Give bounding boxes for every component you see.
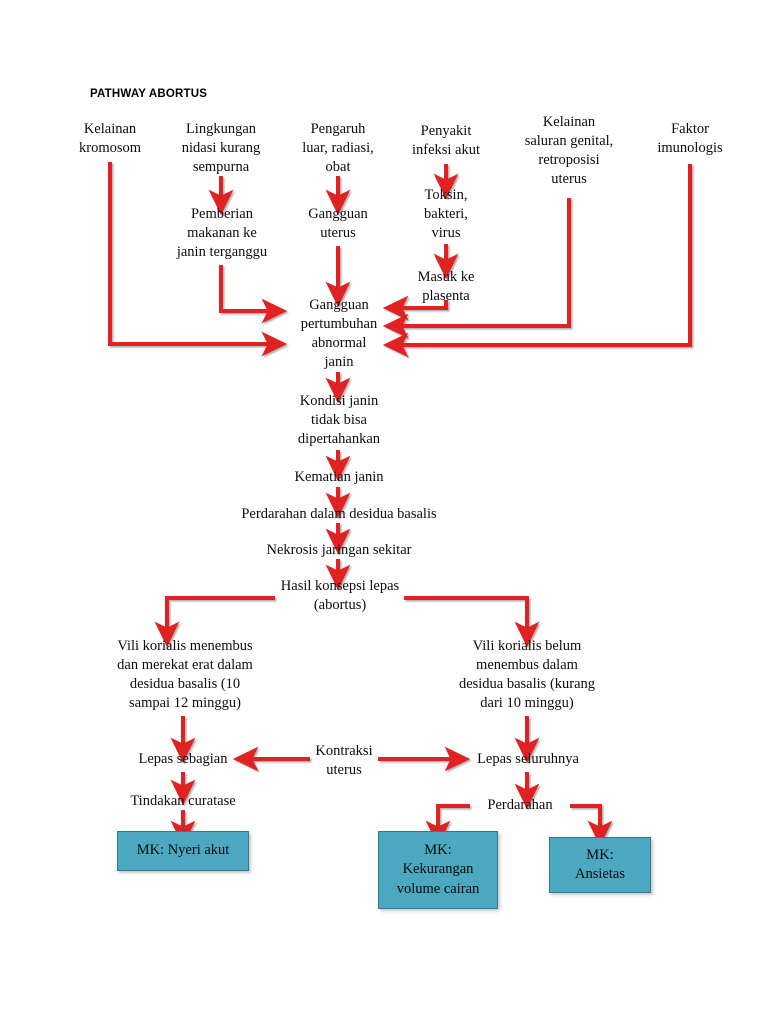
node-pengaruh-luar: Pengaruh luar, radiasi, obat <box>302 121 374 176</box>
node-tindakan-curatase: Tindakan curatase <box>130 793 236 809</box>
node-masuk-ke-plasenta: Masuk ke plasenta <box>417 269 475 305</box>
node-pemberian-makanan: Pemberian makanan ke janin terganggu <box>176 206 268 261</box>
node-kelainan-kromosom: Kelainan kromosom <box>78 121 142 157</box>
page-title: PATHWAY ABORTUS <box>90 88 208 100</box>
outcome-box-nyeri-akut[interactable]: MK: Nyeri akut <box>117 831 249 871</box>
node-perdarahan: Perdarahan <box>487 797 553 813</box>
outcome-box-kekurangan-volume-cairan[interactable]: MK: Kekurangan volume cairan <box>378 831 498 909</box>
node-penyakit-infeksi: Penyakit infeksi akut <box>411 123 481 159</box>
node-vili-korialis-belum-menembus: Vili korialis belum menembus dalam desid… <box>458 638 596 712</box>
node-kontraksi-uterus: Kontraksi uterus <box>315 743 373 779</box>
node-gangguan-uterus: Gangguan uterus <box>308 206 368 242</box>
node-hasil-konsepsi-lepas: Hasil konsepsi lepas (abortus) <box>280 578 400 614</box>
node-lepas-sebagian: Lepas sebagian <box>138 751 228 767</box>
node-nekrosis-jaringan: Nekrosis jaringan sekitar <box>266 542 412 558</box>
node-toksin-bakteri-virus: Toksin, bakteri, virus <box>424 187 468 242</box>
node-vili-korialis-menembus: Vili korialis menembus dan merekat erat … <box>117 638 253 712</box>
node-faktor-imunologis: Faktor imunologis <box>657 121 723 157</box>
node-kelainan-saluran-genital: Kelainan saluran genital, retroposisi ut… <box>524 114 614 188</box>
node-kematian-janin: Kematian janin <box>294 469 384 485</box>
node-gangguan-pertumbuhan-abnormal-janin: Gangguan pertumbuhan abnormal janin <box>300 297 378 371</box>
node-lepas-seluruhnya: Lepas seluruhnya <box>477 751 579 767</box>
outcome-box-ansietas[interactable]: MK: Ansietas <box>549 837 651 893</box>
node-perdarahan-desidua-basalis: Perdarahan dalam desidua basalis <box>241 506 437 522</box>
node-lingkungan-nidasi: Lingkungan nidasi kurang sempurna <box>181 121 261 176</box>
node-kondisi-janin: Kondisi janin tidak bisa dipertahankan <box>297 393 381 448</box>
